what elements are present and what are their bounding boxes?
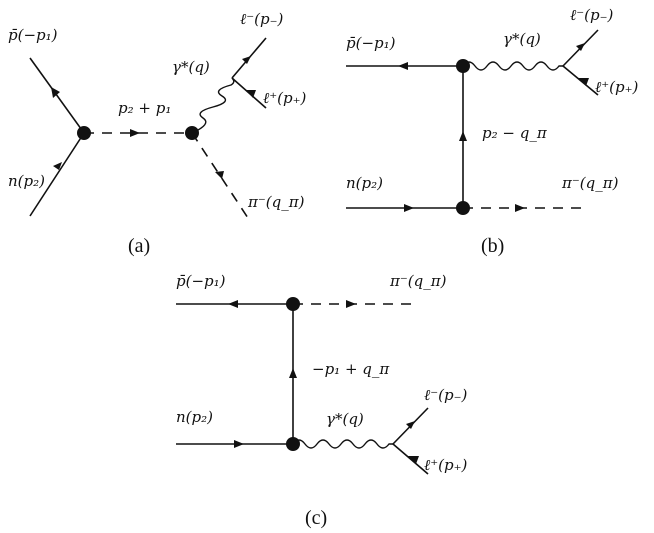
caption-c: (c) — [305, 507, 327, 529]
propagator-arrow-c — [289, 368, 297, 378]
neutron-line-a — [29, 132, 85, 217]
label-lepton-minus-b: ℓ⁻(p₋) — [570, 6, 614, 24]
caption-b: (b) — [481, 235, 504, 257]
label-propagator-c: −p₁ + q_π — [312, 360, 390, 378]
diagram-a: p̄(−p₁) n(p₂) p₂ + p₁ γ*(q) ℓ⁻(p₋) ℓ⁺(p₊… — [8, 10, 307, 257]
pion-arrow-b — [515, 204, 525, 212]
lepton-plus-arrow-c — [408, 456, 419, 464]
label-antiproton-a: p̄(−p₁) — [8, 26, 58, 44]
label-lepton-minus-c: ℓ⁻(p₋) — [424, 386, 468, 404]
caption-a: (a) — [128, 235, 150, 257]
label-antiproton-b: p̄(−p₁) — [346, 34, 396, 52]
label-pion-c: π⁻(q_π) — [389, 272, 447, 290]
label-photon-c: γ*(q) — [326, 410, 364, 428]
label-neutron-a: n(p₂) — [8, 172, 45, 190]
label-photon-b: γ*(q) — [503, 30, 541, 48]
lepton-plus-arrow-b — [578, 78, 589, 86]
label-lepton-plus-c: ℓ⁺(p₊) — [424, 456, 468, 474]
photon-line-a — [191, 77, 235, 134]
diagram-b: p̄(−p₁) γ*(q) ℓ⁻(p₋) ℓ⁺(p₊) p₂ − q_π n(p… — [346, 6, 639, 257]
label-lepton-plus-a: ℓ⁺(p₊) — [263, 89, 307, 107]
label-photon-a: γ*(q) — [172, 58, 210, 76]
vertex-b-top — [456, 59, 470, 73]
antiproton-arrow-c — [228, 300, 238, 308]
propagator-arrow-a — [130, 129, 140, 137]
vertex-a-right — [185, 126, 199, 140]
pion-arrow-a — [215, 171, 224, 179]
propagator-arrow-b — [459, 131, 467, 141]
label-lepton-plus-b: ℓ⁺(p₊) — [595, 78, 639, 96]
neutron-arrow-a — [53, 162, 62, 170]
label-neutron-b: n(p₂) — [346, 174, 383, 192]
antiproton-line-a — [29, 57, 85, 134]
label-pion-b: π⁻(q_π) — [561, 174, 619, 192]
photon-line-b — [462, 61, 563, 71]
lepton-minus-arrow-a — [242, 56, 251, 64]
lepton-minus-arrow-b — [576, 43, 585, 51]
photon-line-c — [292, 439, 393, 449]
neutron-arrow-b — [404, 204, 414, 212]
diagram-c: p̄(−p₁) π⁻(q_π) −p₁ + q_π n(p₂) γ*(q) ℓ⁻… — [176, 272, 468, 529]
vertex-c-top — [286, 297, 300, 311]
pion-arrow-c — [346, 300, 356, 308]
antiproton-arrow-b — [398, 62, 408, 70]
lepton-minus-arrow-c — [406, 421, 415, 429]
vertex-c-bottom — [286, 437, 300, 451]
lepton-plus-line-c — [392, 443, 429, 475]
label-pion-a: π⁻(q_π) — [247, 193, 305, 211]
neutron-arrow-c — [234, 440, 244, 448]
lepton-plus-arrow-a — [246, 90, 256, 98]
antiproton-arrow-a — [51, 87, 60, 98]
label-propagator-a: p₂ + p₁ — [118, 99, 171, 117]
vertex-b-bottom — [456, 201, 470, 215]
label-antiproton-c: p̄(−p₁) — [176, 272, 226, 290]
label-neutron-c: n(p₂) — [176, 408, 213, 426]
label-lepton-minus-a: ℓ⁻(p₋) — [240, 10, 284, 28]
label-propagator-b: p₂ − q_π — [482, 124, 548, 142]
vertex-a-left — [77, 126, 91, 140]
